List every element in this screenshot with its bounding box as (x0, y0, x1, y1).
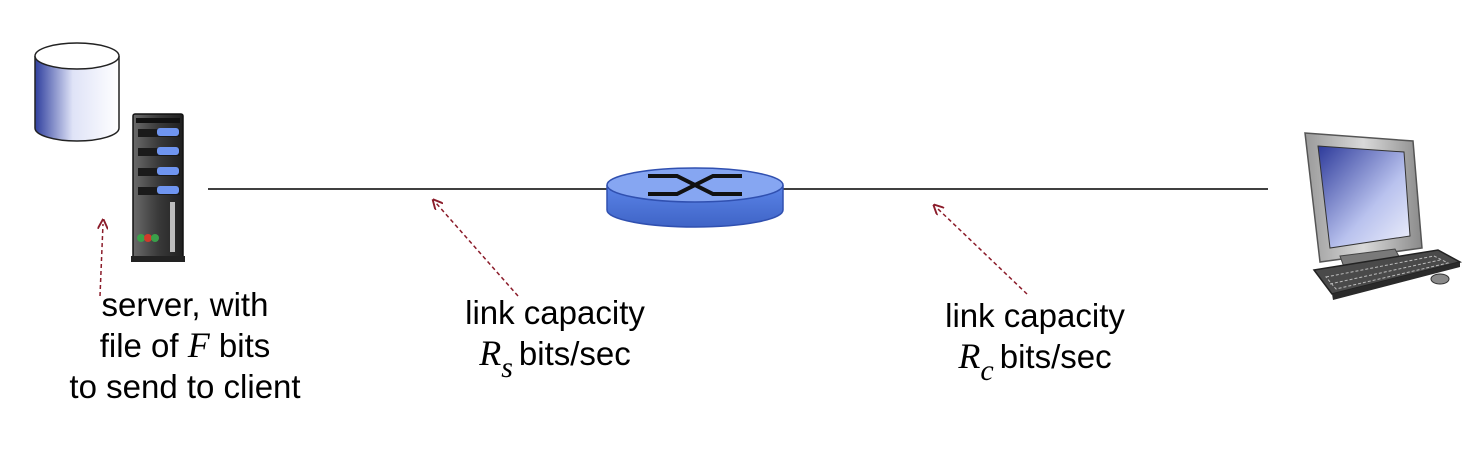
server-rate-unit: bits/sec (518, 335, 631, 372)
server-link-pointer-arrow (436, 203, 519, 297)
server-rate-subscript: s (501, 351, 513, 384)
file-size-variable: F (187, 325, 210, 365)
server-rate-variable: R (479, 333, 502, 373)
server-pointer-arrow (100, 224, 103, 297)
client-rate-unit: bits/sec (999, 338, 1112, 375)
server-label-line1: server, with (101, 286, 269, 323)
server-icon (131, 113, 185, 262)
server-link-label-line1: link capacity (465, 294, 645, 331)
server-label-line2: file of F bits (25, 325, 345, 366)
computer-icon (1304, 132, 1463, 300)
client-rate-variable: R (958, 336, 981, 376)
server-label-line3: to send to client (69, 368, 301, 405)
database-icon (34, 42, 120, 142)
server-label: server, with file of F bits to send to c… (25, 284, 345, 407)
router-icon (606, 167, 784, 228)
server-label-suffix: bits (218, 327, 271, 364)
client-link-pointer-arrow (937, 208, 1028, 295)
server-label-prefix: file of (99, 327, 179, 364)
client-rate-subscript: c (980, 354, 994, 387)
client-link-label-line1: link capacity (945, 297, 1125, 334)
